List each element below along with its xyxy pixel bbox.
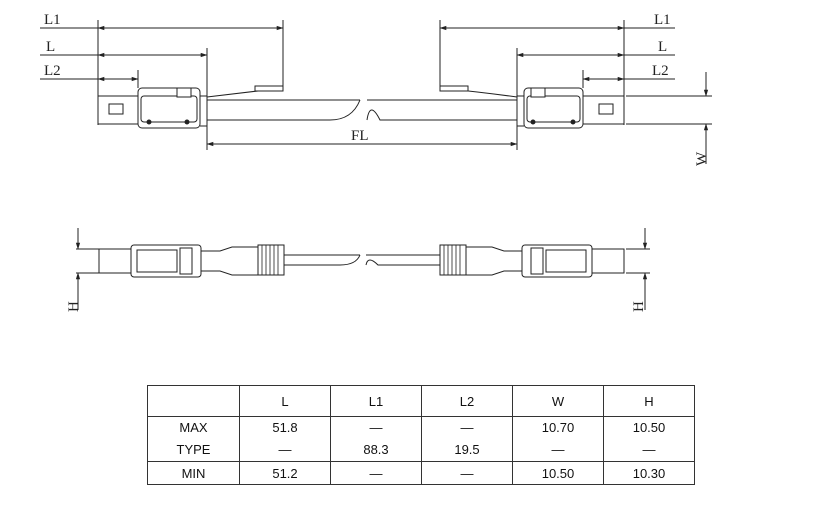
- cell-value: 19.5: [454, 442, 480, 457]
- row-label-min: MIN: [147, 461, 240, 485]
- label-l1-right: L1: [654, 12, 671, 28]
- table-header-cell: L1: [330, 385, 422, 417]
- cell-value: 10.50: [632, 420, 666, 435]
- table-cell: — 19.5: [421, 416, 513, 462]
- left-connector-top: [97, 87, 208, 129]
- cell-value: —: [369, 420, 383, 435]
- table-header-cell: L: [239, 385, 331, 417]
- cell-value: 10.30: [603, 461, 695, 485]
- table-cell: — 88.3: [330, 416, 422, 462]
- cell-value: —: [278, 442, 292, 457]
- table-row-label: MAX TYPE: [147, 416, 240, 462]
- table-row: MAX TYPE 51.8 — — 88.3 — 19.5 10.70 — 10…: [147, 416, 695, 462]
- cell-value: 10.50: [512, 461, 604, 485]
- table-header-row: L L1 L2 W H: [147, 385, 695, 417]
- table-header-cell: L2: [421, 385, 513, 417]
- label-w: W: [694, 151, 710, 166]
- table-cell: 10.50 —: [603, 416, 695, 462]
- dimension-spec-table: L L1 L2 W H MAX TYPE 51.8 — — 88.3 — 19.…: [147, 385, 695, 485]
- label-l-left: L: [46, 39, 55, 55]
- left-connector-side: [98, 244, 285, 278]
- cell-value: —: [642, 442, 656, 457]
- cell-value: —: [551, 442, 565, 457]
- row-label-type: TYPE: [176, 442, 211, 457]
- label-fl: FL: [351, 128, 369, 144]
- label-l2-left: L2: [44, 63, 61, 79]
- table-header-cell: W: [512, 385, 604, 417]
- label-h-right: H: [631, 301, 647, 312]
- cable-drawing: L1 L L2 L1 L L2 FL W H H: [40, 12, 712, 312]
- table-cell: 51.8 —: [239, 416, 331, 462]
- cell-value: —: [460, 420, 474, 435]
- table-header-cell: [147, 385, 240, 417]
- label-l1-left: L1: [44, 12, 61, 28]
- table-cell: 10.70 —: [512, 416, 604, 462]
- cell-value: —: [330, 461, 422, 485]
- cell-value: 10.70: [541, 420, 575, 435]
- label-h-left: H: [66, 301, 82, 312]
- right-connector-top: [516, 87, 625, 129]
- table-row: MIN 51.2 — — 10.50 10.30: [147, 461, 695, 485]
- cell-value: 51.2: [239, 461, 331, 485]
- cell-value: 88.3: [363, 442, 389, 457]
- label-l-right: L: [658, 39, 667, 55]
- cell-value: —: [421, 461, 513, 485]
- row-label-max: MAX: [179, 420, 208, 435]
- table-header-cell: H: [603, 385, 695, 417]
- cell-value: 51.8: [272, 420, 298, 435]
- right-connector-side: [439, 244, 625, 278]
- label-l2-right: L2: [652, 63, 669, 79]
